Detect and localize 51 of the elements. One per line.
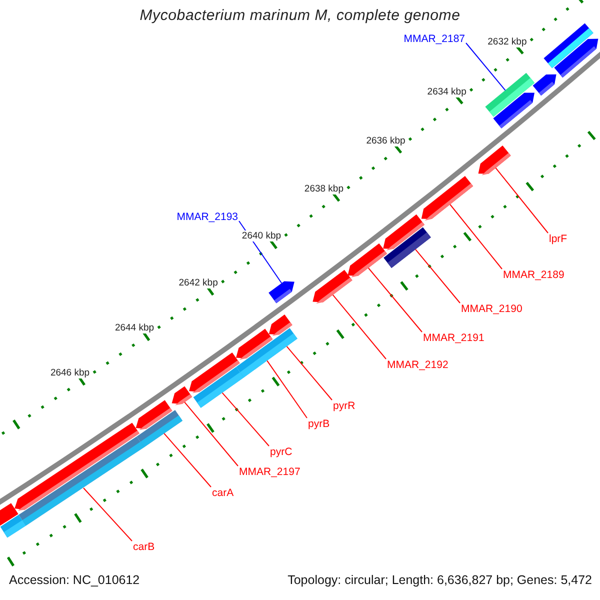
gene-block — [268, 281, 294, 304]
feature-bar — [384, 227, 431, 268]
gene-label: MMAR_2187 — [404, 33, 465, 45]
gene-label: pyrR — [333, 400, 356, 412]
gene-block — [554, 38, 598, 78]
gene-label: pyrB — [308, 418, 330, 430]
accession-text: Accession: NC_010612 — [9, 573, 140, 587]
gene-block — [312, 270, 352, 304]
feature-bar — [136, 410, 182, 448]
gene-label: MMAR_2190 — [461, 303, 522, 315]
gene-label: pyrC — [270, 446, 292, 458]
feature-bar — [193, 366, 244, 408]
gene-block — [493, 92, 534, 128]
gene-label: MMAR_2189 — [503, 269, 564, 281]
map-title: Mycobacterium marinum M, complete genome — [138, 7, 462, 24]
feature-bar — [18, 436, 144, 526]
gene-label: MMAR_2192 — [387, 359, 448, 371]
gene-label: MMAR_2197 — [239, 466, 300, 478]
gene-block — [532, 74, 556, 96]
position-label: 2634 kbp — [426, 86, 468, 98]
gene-label: carA — [212, 487, 234, 499]
leader-line — [286, 346, 332, 400]
leader-line — [495, 167, 548, 234]
leader-line — [332, 294, 386, 360]
position-label: 2644 kbp — [114, 322, 156, 334]
gene-label: carB — [133, 541, 155, 553]
position-label: 2640 kbp — [240, 230, 282, 242]
gene-block — [348, 243, 387, 278]
gene-label: MMAR_2193 — [176, 211, 238, 223]
gene-block — [478, 146, 511, 176]
leader-line — [466, 42, 506, 91]
gene-block — [421, 176, 474, 221]
leader-line — [222, 392, 270, 446]
position-label: 2632 kbp — [486, 36, 528, 48]
leader-line — [164, 432, 212, 488]
leader-line — [266, 360, 308, 418]
position-label: 2638 kbp — [303, 184, 344, 195]
position-label: 2636 kbp — [365, 135, 406, 146]
leader-line — [415, 248, 460, 304]
position-label: 2642 kbp — [178, 277, 219, 288]
leader-line — [450, 204, 502, 270]
position-label: 2646 kbp — [49, 367, 91, 378]
gene-label: lprF — [549, 233, 568, 245]
leader-line — [368, 268, 422, 332]
gene-block — [236, 328, 273, 360]
leader-line — [184, 402, 238, 466]
genome-stats-text: Topology: circular; Length: 6,636,827 bp; Genes: 5,472 — [288, 573, 592, 587]
gene-block — [172, 386, 192, 406]
feature-bar — [0, 514, 26, 538]
gene-label: MMAR_2191 — [423, 332, 484, 344]
leader-line — [83, 488, 132, 542]
